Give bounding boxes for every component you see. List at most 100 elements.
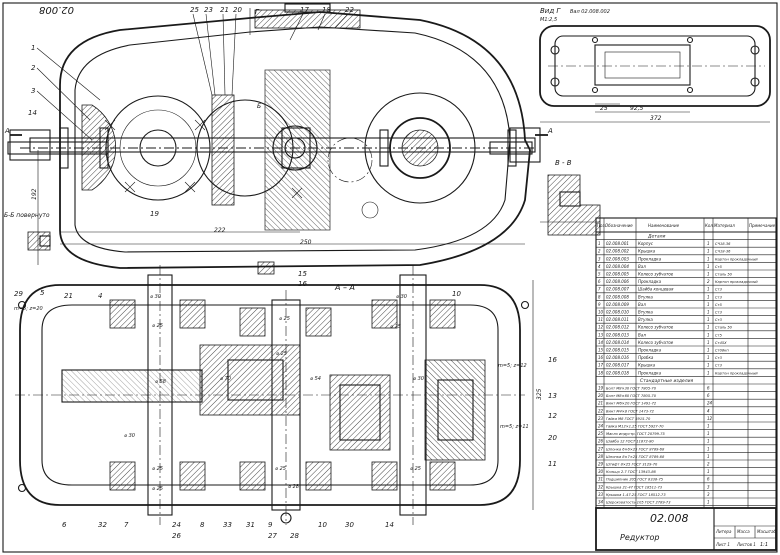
bom-std-pos: 34 [598, 500, 604, 505]
bom-row-material: Ст5 [715, 333, 723, 337]
bom-row-qty: 1 [707, 332, 710, 337]
gear-1 [105, 95, 211, 201]
bom-row-qty: 1 [707, 287, 710, 292]
svg-text:⌀ 30: ⌀ 30 [396, 294, 407, 300]
bom-std-pos: 26 [598, 439, 604, 444]
svg-text:27: 27 [268, 532, 277, 540]
bom-row-pos: 5 [598, 272, 601, 277]
bom-std-name: Винт М4×8 ГОСТ 1473-72 [606, 409, 655, 413]
bom-row-material: Ст5 [715, 265, 723, 269]
svg-text:20: 20 [548, 434, 557, 442]
svg-text:22: 22 [345, 6, 354, 14]
bom-std-qty: 1 [707, 446, 710, 451]
bom-std-pos: 29 [598, 462, 604, 467]
svg-text:⌀ 25: ⌀ 25 [279, 316, 290, 322]
bom-std-name: Масло индустр. ГОСТ 20799-75 [606, 432, 666, 436]
svg-text:⌀ 25: ⌀ 25 [276, 351, 287, 357]
bom-std-qty: 1 [707, 500, 710, 505]
bom-row-name: Втулка [638, 317, 653, 322]
svg-text:⌀ 25: ⌀ 25 [275, 466, 286, 472]
bom-std-qty: 2 [707, 462, 710, 467]
callouts-top: 1 2 3 14 25 23 21 20 17 18 22 15 16 21 1… [28, 6, 354, 300]
bom-row-pos: 14 [598, 340, 604, 345]
svg-text:20: 20 [233, 6, 242, 14]
section-vv [540, 174, 601, 236]
svg-text:2: 2 [31, 64, 36, 72]
bom-row-qty: 1 [707, 241, 710, 246]
svg-text:3: 3 [31, 87, 35, 95]
bom-std-name: Гайка М8 ГОСТ 5915-70 [606, 417, 651, 421]
bom-std-pos: 23 [598, 416, 604, 421]
svg-text:⌀ 25: ⌀ 25 [152, 486, 163, 492]
svg-text:31: 31 [246, 521, 255, 529]
svg-text:11: 11 [548, 460, 557, 468]
svg-text:21: 21 [64, 292, 73, 300]
svg-text:19: 19 [150, 210, 159, 218]
bom-row-code: 02.008.018 [606, 370, 629, 375]
bom-row-qty: 1 [707, 348, 710, 353]
svg-text:Поз.: Поз. [597, 223, 606, 228]
bom-std-qty: 4 [707, 408, 710, 413]
bom-row-qty: 1 [707, 264, 710, 269]
svg-text:Обозначение: Обозначение [605, 223, 633, 228]
view-g-scale: М1:2,5 [540, 17, 557, 23]
bom-row-code: 02.008.003 [606, 256, 629, 261]
svg-text:⌀ 25: ⌀ 25 [152, 466, 163, 472]
bom-row-qty: 2 [707, 279, 710, 284]
bom-row-material: СЧ18-36 [715, 242, 731, 246]
bom-row-name: Колесо зубчатое [638, 325, 674, 330]
section-mark-a-right: А [547, 127, 553, 135]
svg-text:4: 4 [98, 292, 102, 300]
bom-row-name: Втулка [638, 310, 653, 315]
svg-text:14: 14 [28, 109, 37, 117]
svg-text:Наименование: Наименование [648, 223, 680, 228]
bom-std-qty: 6 [707, 386, 710, 391]
bom-row-material: Ст3 [715, 318, 723, 322]
section-aa [15, 265, 534, 525]
svg-text:16: 16 [548, 356, 557, 364]
svg-text:⌀ 58: ⌀ 58 [155, 379, 166, 385]
view-g-dim-25: 25 [600, 105, 608, 112]
bom-row-name: Прокладка [638, 256, 662, 261]
svg-text:30: 30 [345, 521, 354, 529]
svg-text:1: 1 [31, 44, 35, 52]
bom-std-name: Шпонка 6×6×25 ГОСТ 8789-68 [606, 447, 665, 451]
bom-row-pos: 6 [598, 279, 601, 284]
section-bb [27, 231, 51, 251]
note-m5-z20: m=5; z=20 [14, 306, 43, 312]
svg-text:24: 24 [172, 521, 181, 529]
svg-text:⌀ 30: ⌀ 30 [413, 376, 424, 382]
bom-row-pos: 7 [598, 287, 601, 292]
svg-text:13: 13 [548, 392, 557, 400]
bom-row-material: Ст08кп [715, 349, 729, 353]
corner-drawing-code: 02.008 [39, 4, 74, 15]
bom-row-code: 02.008.012 [606, 325, 629, 330]
bom-std-qty: 24 [707, 401, 713, 406]
bom-std-qty: 3 [707, 484, 710, 489]
bom-std-pos: 21 [598, 401, 603, 406]
bom-row-code: 02.008.011 [606, 317, 629, 322]
bom-std-qty: 12 [707, 416, 713, 421]
bom-std-qty: 1 [707, 469, 710, 474]
bom-row-material: Ст3 [715, 311, 723, 315]
stamp-name: Редуктор [620, 533, 659, 542]
bom-row-name: Втулка [638, 294, 653, 299]
bom-row-name: Шайба концевая [638, 287, 674, 292]
bom-row-pos: 13 [598, 332, 604, 337]
bom-std-name: Крышка 21-47 ГОСТ 18511-73 [606, 485, 663, 489]
svg-text:10: 10 [318, 521, 327, 529]
bom-row-code: 02.008.010 [606, 310, 629, 315]
bom-std-name: Шайба 12 ГОСТ 11872-80 [606, 440, 654, 444]
bom-std-qty: 1 [707, 431, 710, 436]
bom-std-pos: 28 [598, 454, 604, 459]
bom-row-name: Прокладка [638, 370, 662, 375]
bom-row-code: 02.008.007 [606, 287, 629, 292]
gear-3 [364, 92, 476, 204]
bom-row-qty: 1 [707, 256, 710, 261]
dim-222: 222 [214, 227, 226, 234]
bom-std-name: Штифт 8×25 ГОСТ 3129-70 [606, 463, 658, 467]
svg-text:26: 26 [172, 532, 181, 540]
bom-row-qty: 1 [707, 340, 710, 345]
bom-row-pos: 17 [598, 363, 604, 368]
